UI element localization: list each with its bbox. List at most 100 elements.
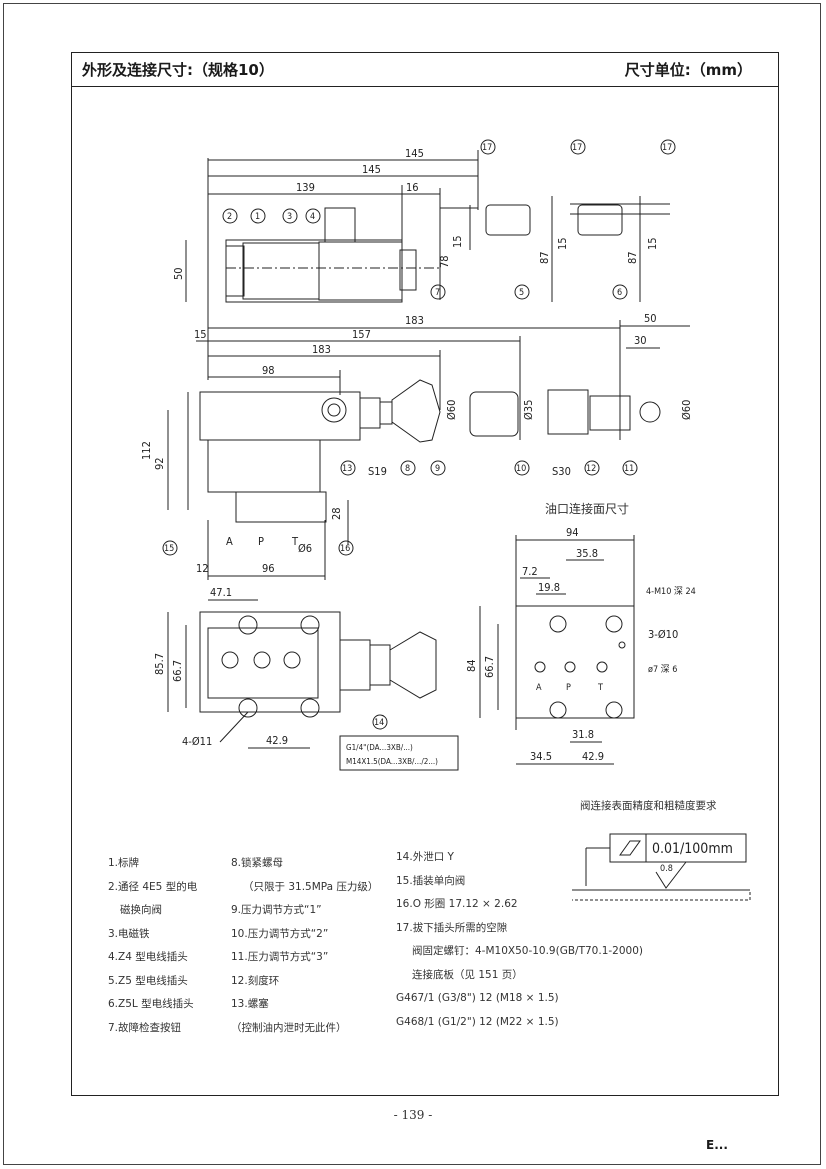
size-s19: S19 [368,465,387,478]
legend-item: 9.压力调节方式“1” [231,904,322,916]
dim-96: 96 [262,562,275,575]
thread-note-2: M14X1.5(DA...3XB/.../2...) [346,757,438,766]
dim-78: 78 [438,255,451,268]
legend-col-1: 1.标牌 2.通径 4E5 型的电 磁换向阀 3.电磁铁 4.Z4 型电线插头 … [108,852,197,1040]
balloon-12: 12 [586,464,596,474]
dim-66: 66.7 [171,660,184,682]
thread-note-box [339,735,459,771]
port-a: A [226,535,233,548]
dim-94: 94 [566,526,579,539]
header-bar: 外形及连接尺寸:（规格10） 尺寸单位:（mm） [72,53,778,87]
legend-item: 14.外泄口 Y [396,851,454,863]
balloon-11: 11 [624,464,634,474]
dim-19-8: 19.8 [538,581,560,594]
balloon-17c: 17 [662,143,672,153]
flatness-title: 阀连接表面精度和粗糙度要求 [580,800,717,812]
nameplate [225,245,245,297]
base-body [235,491,327,523]
flatness-symbol: 0.01/100mm 0.8 [572,833,751,901]
balloon-1: 1 [255,212,260,222]
legend-item: 6.Z5L 型电线插头 [108,998,194,1010]
balloon-10: 10 [516,464,526,474]
dim-98: 98 [262,364,275,377]
dim-30: 30 [634,334,647,347]
dim-84: 84 [465,659,478,672]
dim-12: 12 [196,562,209,575]
dim-15d: 15 [194,328,207,341]
legend-item: 13.螺塞 [231,998,269,1010]
legend-item: 15.插装单向阀 [396,874,466,887]
dim-50b: 50 [644,312,657,325]
dim-15c: 15 [646,237,659,250]
note-phi7: ø7 深 6 [648,664,677,675]
bottom-view: 47.1 85.7 66.7 4-Ø11 42.9 G1/4"(DA...3XB… [153,586,459,771]
dim-phi6: Ø6 [298,542,312,555]
page-number: - 139 - [393,1108,433,1122]
dim-60b: Ø60 [680,400,693,420]
balloon-6: 6 [617,288,622,298]
drawing-frame: 外形及连接尺寸:（规格10） 尺寸单位:（mm） [71,52,779,1096]
oil-port-title: 油口连接面尺寸 [545,502,630,516]
dim-87: 87 [538,251,551,264]
dim-145-top: 145 [405,147,424,160]
balloons: 2 1 3 4 7 5 6 17 17 17 13 8 9 10 12 11 1… [162,139,676,730]
legend-item: 10.压力调节方式“2” [231,927,329,940]
dim-157: 157 [352,328,371,341]
port-face-outline [515,605,635,719]
balloon-4: 4 [310,212,315,222]
legend-item: 7.故障检查按钮 [108,1021,182,1034]
dim-15: 15 [451,235,464,248]
legend-item: 1.标牌 [108,857,140,869]
legend-item: 4.Z4 型电线插头 [108,951,188,963]
port-p: P [258,535,264,548]
dim-50: 50 [172,267,185,280]
size-s30: S30 [552,465,571,478]
balloon-3: 3 [287,212,292,222]
legend-item: 5.Z5 型电线插头 [108,974,188,987]
dim-139: 139 [296,181,315,194]
legend-item: G468/1 (G1/2") 12 (M22 × 1.5) [396,1015,559,1028]
dim-60: Ø60 [445,400,458,420]
legend-col-3: 14.外泄口 Y 15.插装单向阀 16.O 形圈 17.12 × 2.62 1… [396,846,643,1034]
adjust-cap [469,391,519,437]
unit-label: 尺寸单位:（mm） [624,61,752,79]
side-view: 183 15 157 183 98 50 30 112 92 Ø60 Ø35 Ø… [140,312,693,580]
key-lock [639,401,661,423]
handwheel [391,379,441,443]
note-m10: 4-M10 深 24 [646,586,696,597]
port-t: T [291,535,299,548]
balloon-13: 13 [342,464,352,474]
corner-mark: E... [706,1138,728,1152]
face-port-t: T [597,683,603,693]
coil-right [318,241,403,301]
legend-item: G467/1 (G3/8") 12 (M18 × 1.5) [396,992,559,1004]
dim-85: 85.7 [153,653,166,675]
legend-item: 3.电磁铁 [108,927,150,940]
dim-66-7: 66.7 [483,656,496,678]
balloon-17a: 17 [482,143,492,153]
legend-item: 磁换向阀 [120,904,162,916]
page-title: 外形及连接尺寸:（规格10） [82,61,274,79]
legend-item: 连接底板（见 151 页） [412,968,523,981]
balloon-15: 15 [164,544,174,554]
scale-ring [547,389,589,435]
plug-connector [324,207,356,243]
port-face-view: 94 35.8 7.2 19.8 4-M10 深 24 3-Ø10 ø7 深 6… [465,526,696,765]
bottom-handwheel [389,631,437,699]
legend-item: 17.拔下插头所需的空隙 [396,921,508,934]
balloon-16: 16 [340,544,350,554]
legend-item: （只限于 31.5MPa 压力级） [243,880,379,893]
balloon-14: 14 [374,718,384,728]
solenoid-body [225,239,403,303]
dim-34-5: 34.5 [530,750,552,763]
dim-28: 28 [330,507,343,520]
dim-92: 92 [153,457,166,470]
face-port-a: A [536,683,542,693]
dim-87b: 87 [626,251,639,264]
dim-35: Ø35 [522,400,535,420]
dim-145: 145 [362,163,381,176]
thread-note-1: G1/4"(DA...3XB/...) [346,743,413,752]
note-3-phi10: 3-Ø10 [648,628,678,641]
balloon-17b: 17 [572,143,582,153]
legend-item: 16.O 形圈 17.12 × 2.62 [396,898,518,910]
